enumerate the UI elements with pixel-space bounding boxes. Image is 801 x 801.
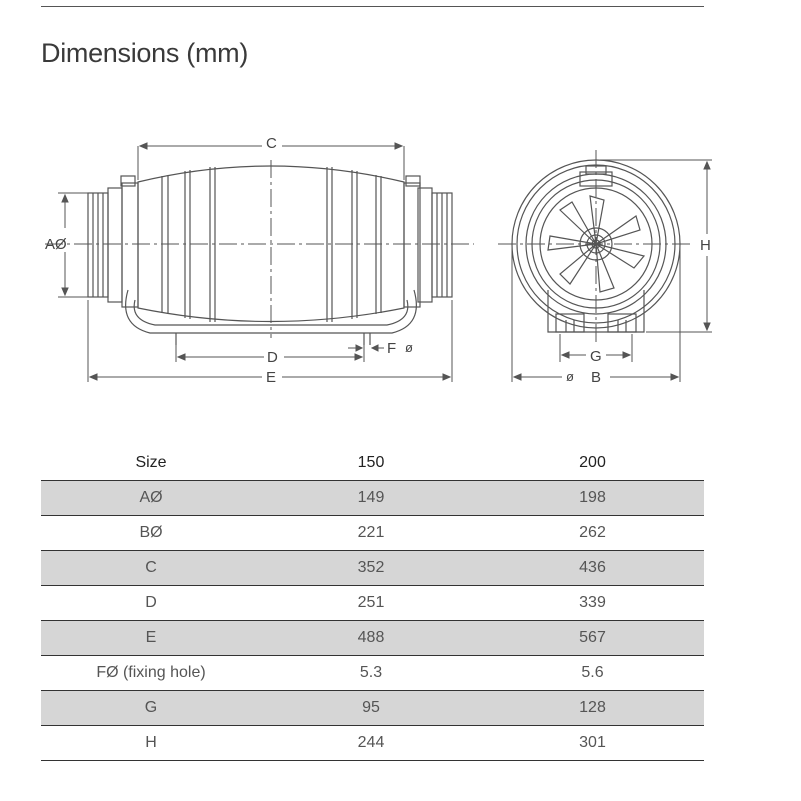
row-label: E bbox=[41, 620, 261, 656]
row-value-200: 436 bbox=[481, 550, 704, 586]
top-rule bbox=[41, 6, 704, 7]
row-value-150: 352 bbox=[261, 550, 481, 586]
row-label: H bbox=[41, 725, 261, 761]
page-title: Dimensions (mm) bbox=[41, 38, 249, 68]
label-b-diameter: ø bbox=[566, 369, 574, 384]
label-e: E bbox=[266, 369, 276, 386]
label-a: AØ bbox=[45, 236, 67, 253]
label-c: C bbox=[266, 135, 277, 152]
table-row: AØ 149 198 bbox=[41, 480, 704, 516]
table-row: C 352 436 bbox=[41, 550, 704, 586]
table-header-row: Size 150 200 bbox=[41, 446, 704, 481]
table-row: G 95 128 bbox=[41, 690, 704, 726]
row-value-150: 149 bbox=[261, 480, 481, 516]
row-value-200: 301 bbox=[481, 725, 704, 761]
row-label: G bbox=[41, 690, 261, 726]
table-row: BØ 221 262 bbox=[41, 515, 704, 551]
row-value-200: 128 bbox=[481, 690, 704, 726]
label-h: H bbox=[700, 237, 711, 254]
label-g: G bbox=[590, 348, 602, 365]
header-200: 200 bbox=[481, 446, 704, 481]
row-label: C bbox=[41, 550, 261, 586]
row-label: D bbox=[41, 585, 261, 621]
header-150: 150 bbox=[261, 446, 481, 481]
row-value-150: 95 bbox=[261, 690, 481, 726]
row-value-200: 339 bbox=[481, 585, 704, 621]
dimensions-table: Size 150 200 AØ 149 198 BØ 221 262 C 352… bbox=[41, 446, 704, 761]
row-value-150: 5.3 bbox=[261, 655, 481, 691]
row-value-200: 262 bbox=[481, 515, 704, 551]
row-value-150: 488 bbox=[261, 620, 481, 656]
table-row: D 251 339 bbox=[41, 585, 704, 621]
label-d: D bbox=[267, 349, 278, 366]
row-value-150: 244 bbox=[261, 725, 481, 761]
table-row: E 488 567 bbox=[41, 620, 704, 656]
header-size: Size bbox=[41, 446, 261, 481]
table-row: FØ (fixing hole) 5.3 5.6 bbox=[41, 655, 704, 691]
fan-dimension-drawing: C AØ D F ø E bbox=[45, 135, 712, 386]
row-label: AØ bbox=[41, 480, 261, 516]
label-b: B bbox=[591, 369, 601, 386]
row-label: BØ bbox=[41, 515, 261, 551]
row-value-200: 567 bbox=[481, 620, 704, 656]
row-label: FØ (fixing hole) bbox=[41, 655, 261, 691]
row-value-200: 5.6 bbox=[481, 655, 704, 691]
label-f: F bbox=[387, 340, 396, 357]
row-value-200: 198 bbox=[481, 480, 704, 516]
table-row: H 244 301 bbox=[41, 725, 704, 761]
row-value-150: 251 bbox=[261, 585, 481, 621]
row-value-150: 221 bbox=[261, 515, 481, 551]
label-f-diameter: ø bbox=[405, 340, 413, 355]
